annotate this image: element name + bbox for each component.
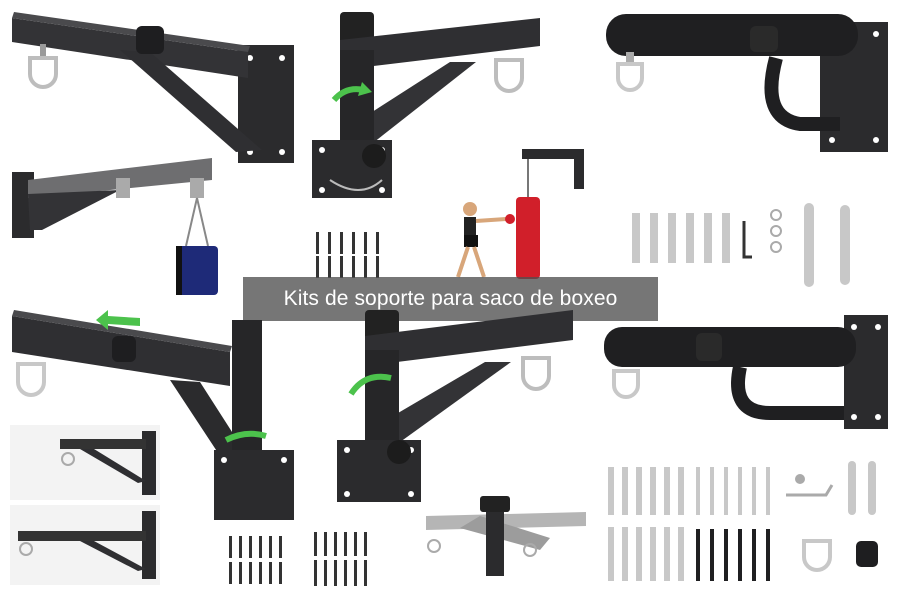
hardware-kit-photo (600, 455, 895, 595)
swivel-bracket-photo-bottom-left (0, 300, 300, 525)
swivel-bracket-photo-bottom-middle (325, 300, 580, 510)
faded-bracket-photo (420, 490, 590, 585)
swivel-bracket-photo-top (300, 0, 550, 200)
bracket-photo-top-left (0, 0, 300, 170)
pipe-bracket-photo-bottom-right (600, 305, 895, 435)
caption-banner: Kits de soporte para saco de boxeo (243, 277, 658, 321)
bracket-with-bag-photo (0, 150, 230, 295)
anchor-bolts-wrenches-photo (620, 195, 890, 295)
rotate-arrow-icon (348, 373, 392, 396)
bolts-group-bottom-left (225, 532, 285, 588)
caption-text: Kits de soporte para saco de boxeo (283, 287, 618, 310)
rotate-arrow-icon (224, 430, 267, 443)
thumbnail-bracket-2 (10, 505, 160, 585)
bolts-group-bottom-middle (310, 528, 370, 590)
slide-arrow-icon (108, 316, 140, 326)
boxer-with-red-bag-photo (440, 145, 590, 295)
thumbnail-bracket-1 (10, 425, 160, 500)
bolts-group-top (312, 228, 387, 280)
pipe-bracket-photo-top-right (600, 0, 900, 160)
